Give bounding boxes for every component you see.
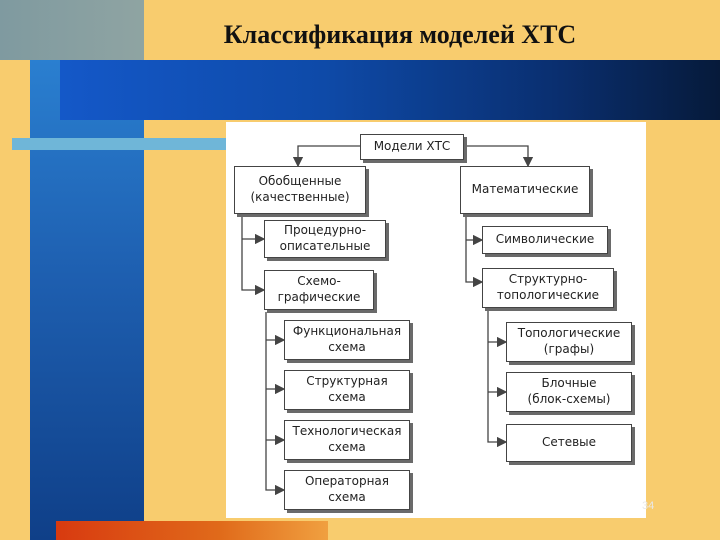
slide-title: Классификация моделей ХТС <box>223 20 577 49</box>
diagram-connectors <box>241 145 534 496</box>
node-technological-scheme: Технологическая схема <box>284 420 410 460</box>
decor-thin-bar <box>12 138 228 150</box>
node-mathematical: Математические <box>460 166 590 214</box>
decor-blue-strip <box>30 60 144 540</box>
node-symbolic: Символические <box>482 226 608 254</box>
node-root: Модели ХТС <box>360 134 464 160</box>
node-functional-scheme: Функциональная схема <box>284 320 410 360</box>
node-network: Сетевые <box>506 424 632 462</box>
node-structural-topological: Структурно- топологические <box>482 268 614 308</box>
decor-gray-block <box>0 0 144 60</box>
node-operator-scheme: Операторная схема <box>284 470 410 510</box>
node-structural-scheme: Структурная схема <box>284 370 410 410</box>
node-block-schemes: Блочные (блок-схемы) <box>506 372 632 412</box>
decor-header-bar <box>60 60 720 120</box>
page-number: 34 <box>642 500 655 512</box>
decor-bottom-bar <box>56 521 328 540</box>
node-procedural: Процедурно- описательные <box>264 220 386 258</box>
node-generalized: Обобщенные (качественные) <box>234 166 366 214</box>
classification-diagram: Модели ХТС Обобщенные (качественные) Мат… <box>226 122 646 518</box>
node-schematic: Схемо- графические <box>264 270 374 310</box>
node-topological-graphs: Топологические (графы) <box>506 322 632 362</box>
